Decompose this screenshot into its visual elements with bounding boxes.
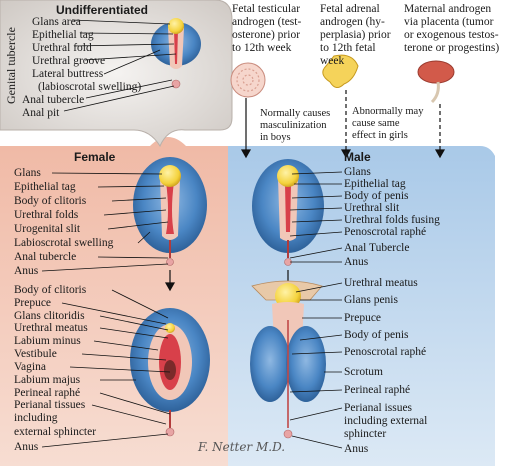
male-lower-label-scrotum: Scrotum bbox=[344, 366, 383, 378]
undiff-label-glans-area: Glans area bbox=[32, 16, 81, 28]
maternal-line-3: or exogenous testos- bbox=[404, 29, 499, 41]
note-boys-line-2: masculinization bbox=[260, 120, 327, 131]
female-lower-label-glans-clitoridis: Glans clitoridis bbox=[14, 310, 85, 322]
male-upper-label-anal-tubercle: Anal Tubercle bbox=[344, 242, 410, 254]
male-lower-label-sphincter: sphincter bbox=[344, 428, 387, 440]
male-upper-label-urethral-slit: Urethral slit bbox=[344, 202, 400, 214]
undiff-label-epithelial-tag: Epithelial tag bbox=[32, 29, 94, 41]
male-upper-label-anus: Anus bbox=[344, 256, 369, 268]
male-lower-label-anus: Anus bbox=[344, 443, 369, 455]
fetal-adrenal-line-4: to 12th fetal bbox=[320, 42, 376, 54]
female-lower-label-vagina: Vagina bbox=[14, 361, 46, 373]
female-lower-label-perineal-raphe: Perineal raphé bbox=[14, 387, 81, 399]
maternal-line-4: terone or progestins) bbox=[404, 42, 500, 54]
fetal-testicular-line-2: androgen (test- bbox=[232, 16, 302, 28]
male-upper-label-urethral-folds-fusing: Urethral folds fusing bbox=[344, 214, 440, 226]
female-lower-label-external-sphincter: external sphincter bbox=[14, 426, 97, 438]
testis-section bbox=[230, 62, 266, 98]
note-girls-line-3: effect in girls bbox=[352, 130, 408, 141]
artist-signature: F. Netter M.D. bbox=[198, 440, 286, 454]
male-upper-label-epithelial-tag: Epithelial tag bbox=[344, 178, 406, 190]
fetal-testicular-line-4: to 12th week bbox=[232, 42, 292, 54]
undiff-label-urethral-groove: Urethral groove bbox=[32, 55, 106, 67]
male-lower-label-urethral-meatus: Urethral meatus bbox=[344, 277, 418, 289]
male-lower-label-prepuce: Prepuce bbox=[344, 312, 382, 324]
female-lower-label-body-of-clitoris: Body of clitoris bbox=[14, 284, 87, 296]
female-upper-label-urethral-folds: Urethral folds bbox=[14, 209, 79, 221]
female-lower-label-prepuce: Prepuce bbox=[14, 297, 52, 309]
adrenal-gland bbox=[322, 54, 359, 88]
male-upper-label-penoscrotal-raphe: Penoscrotal raphé bbox=[344, 226, 427, 238]
female-lower-organ bbox=[130, 308, 210, 437]
female-upper-label-labioscrotal-swelling: Labioscrotal swelling bbox=[14, 237, 114, 249]
male-lower-label-body-of-penis: Body of penis bbox=[344, 329, 409, 341]
undiff-label-anal-pit: Anal pit bbox=[22, 107, 60, 119]
female-lower-label-urethral-meatus: Urethral meatus bbox=[14, 322, 88, 334]
maternal-line-1: Maternal androgen bbox=[404, 3, 492, 15]
male-lower-label-perianal-issues: Perianal issues bbox=[344, 402, 413, 414]
undiff-label-anal-tubercle: Anal tubercle bbox=[22, 94, 85, 106]
male-leader-lines bbox=[289, 171, 343, 449]
genital-tubercle-label: Genital tubercle bbox=[4, 27, 18, 104]
male-upper-label-body-of-penis: Body of penis bbox=[344, 190, 409, 202]
note-boys-line-3: in boys bbox=[260, 132, 291, 143]
male-lower-organ bbox=[250, 280, 326, 439]
male-upper-label-glans: Glans bbox=[344, 166, 371, 178]
male-upper-organ bbox=[252, 159, 324, 266]
female-upper-label-anal-tubercle: Anal tubercle bbox=[14, 251, 77, 263]
male-lower-label-glans-penis: Glans penis bbox=[344, 294, 398, 306]
female-upper-organ bbox=[133, 157, 207, 266]
undiff-leader-lines bbox=[63, 19, 177, 112]
fetal-adrenal-line-3: perplasia) prior bbox=[320, 29, 391, 41]
undiff-label-lateral-buttress: Lateral buttress bbox=[32, 68, 104, 80]
fetal-adrenal-line-5: week bbox=[320, 55, 345, 67]
fetal-testicular-line-1: Fetal testicular bbox=[232, 3, 301, 15]
female-upper-label-urogenital-slit: Urogenital slit bbox=[14, 223, 81, 235]
note-girls-line-1: Abnormally may bbox=[352, 106, 424, 117]
female-leader-lines bbox=[41, 172, 171, 448]
female-upper-label-body-of-clitoris: Body of clitoris bbox=[14, 195, 87, 207]
undifferentiated-title: Undifferentiated bbox=[56, 3, 149, 17]
maternal-line-2: via placenta (tumor bbox=[404, 16, 494, 28]
fetal-adrenal-line-2: androgen (hy- bbox=[320, 16, 385, 28]
female-upper-label-epithelial-tag: Epithelial tag bbox=[14, 181, 76, 193]
male-lower-label-including-external: including external bbox=[344, 415, 428, 427]
undiff-label-labioscrotal-swelling: (labioscrotal swelling) bbox=[38, 81, 142, 93]
female-lower-label-vestibule: Vestibule bbox=[14, 348, 57, 360]
female-lower-label-anus: Anus bbox=[14, 441, 39, 453]
note-boys-line-1: Normally causes bbox=[260, 108, 331, 119]
female-lower-label-including: including bbox=[14, 412, 58, 424]
male-lower-label-penoscrotal-raphe: Penoscrotal raphé bbox=[344, 346, 427, 358]
fetal-adrenal-line-1: Fetal adrenal bbox=[320, 3, 380, 15]
female-title: Female bbox=[74, 150, 116, 164]
female-upper-label-anus: Anus bbox=[14, 265, 39, 277]
female-upper-label-glans: Glans bbox=[14, 167, 41, 179]
fetal-testicular-line-3: osterone) prior bbox=[232, 29, 301, 41]
male-lower-label-perineal-raphe: Perineal raphé bbox=[344, 384, 411, 396]
note-girls-line-2: cause same bbox=[352, 118, 400, 129]
placenta bbox=[417, 60, 455, 104]
female-lower-label-labium-minus: Labium minus bbox=[14, 335, 81, 347]
male-title: Male bbox=[344, 150, 371, 164]
female-lower-label-perianal-tissues: Perianal tissues bbox=[14, 399, 86, 411]
female-lower-label-labium-majus: Labium majus bbox=[14, 374, 81, 386]
undiff-label-urethral-fold: Urethral fold bbox=[32, 42, 92, 54]
